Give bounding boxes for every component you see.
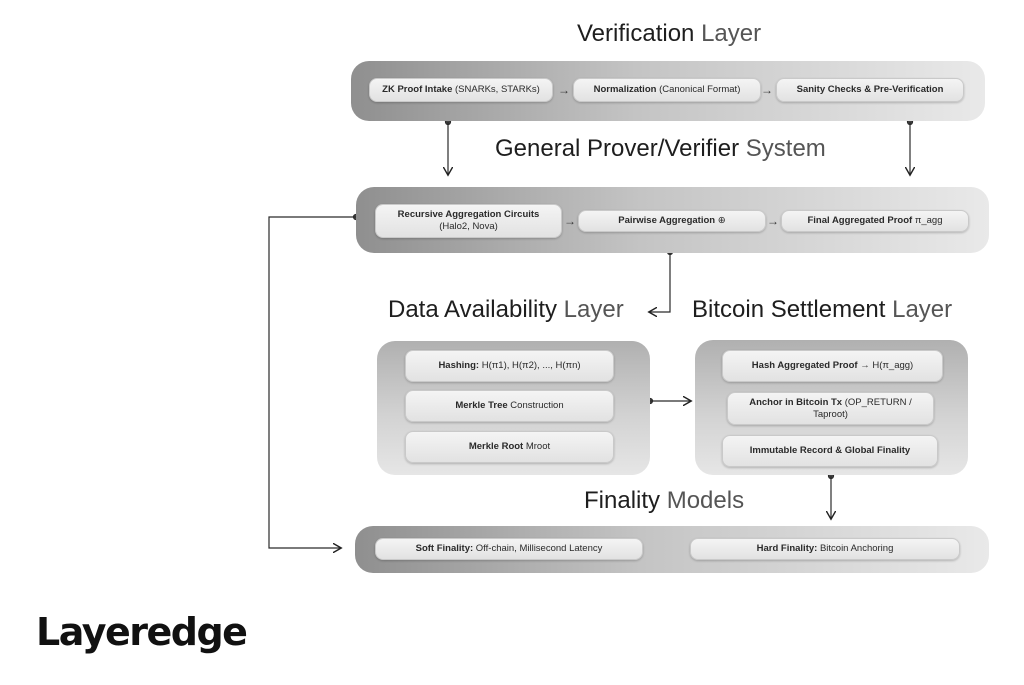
verification-layer-bar: ZK Proof Intake (SNARKs, STARKs) → Norma… xyxy=(351,61,985,121)
finality-models-title: Finality Models xyxy=(584,487,744,515)
title-main: Verification xyxy=(577,20,695,47)
recursive-aggregation-step[interactable]: Recursive Aggregation Circuits (Halo2, N… xyxy=(375,204,562,238)
title-main: Finality xyxy=(584,487,661,514)
normalization-step[interactable]: Normalization (Canonical Format) xyxy=(573,78,761,102)
step-lead: Hash Aggregated Proof xyxy=(751,360,858,371)
step-rest: (SNARKs, STARKs) xyxy=(455,84,540,95)
title-muted: Models xyxy=(666,487,745,514)
hard-finality-step[interactable]: Hard Finality: Bitcoin Anchoring xyxy=(690,538,960,560)
title-main: General Prover/Verifier xyxy=(495,135,740,162)
step-lead: Normalization xyxy=(593,84,657,95)
prover-verifier-title: General Prover/Verifier System xyxy=(495,135,826,163)
step-lead: Recursive Aggregation Circuits xyxy=(397,209,540,220)
step-rest: ⊕ xyxy=(717,215,726,226)
arrow-icon: → xyxy=(558,83,570,97)
step-rest: Off-chain, Millisecond Latency xyxy=(475,543,603,554)
step-rest: (Canonical Format) xyxy=(659,84,741,95)
bitcoin-settlement-title: Bitcoin Settlement Layer xyxy=(692,296,952,324)
final-aggregated-proof-step[interactable]: Final Aggregated Proof π_agg xyxy=(781,210,969,232)
prover-to-finality-loop-line xyxy=(268,216,356,548)
hashing-step[interactable]: Hashing: H(π1), H(π2), ..., H(πn) xyxy=(405,350,614,382)
arrow-icon: → xyxy=(564,214,576,228)
title-main: Bitcoin Settlement xyxy=(692,296,886,323)
step-rest: → H(π_agg) xyxy=(860,360,914,371)
step-lead: Soft Finality: xyxy=(415,543,474,554)
finality-models-bar: Soft Finality: Off-chain, Millisecond La… xyxy=(355,526,989,573)
arrow-icon: → xyxy=(761,83,773,97)
anchor-bitcoin-tx-step[interactable]: Anchor in Bitcoin Tx (OP_RETURN / Taproo… xyxy=(727,392,934,425)
zk-proof-intake-step[interactable]: ZK Proof Intake (SNARKs, STARKs) xyxy=(369,78,553,102)
step-rest: Construction xyxy=(510,400,564,411)
data-availability-panel: Hashing: H(π1), H(π2), ..., H(πn) Merkle… xyxy=(377,341,650,475)
step-rest: Mroot xyxy=(525,441,551,452)
step-lead: Hashing: xyxy=(438,360,480,371)
title-muted: Layer xyxy=(701,20,762,47)
step-rest: H(π1), H(π2), ..., H(πn) xyxy=(481,360,581,371)
prover-to-da-line xyxy=(650,252,671,312)
step-rest: π_agg xyxy=(914,215,943,226)
data-availability-title: Data Availability Layer xyxy=(388,296,624,324)
step-lead: ZK Proof Intake xyxy=(382,84,453,95)
merkle-tree-step[interactable]: Merkle Tree Construction xyxy=(405,390,614,422)
step-lead: Sanity Checks & Pre-Verification xyxy=(796,84,944,95)
immutable-record-step[interactable]: Immutable Record & Global Finality xyxy=(722,435,938,467)
step-lead: Immutable Record & Global Finality xyxy=(749,445,911,456)
step-lead: Final Aggregated Proof xyxy=(807,215,913,226)
pairwise-aggregation-step[interactable]: Pairwise Aggregation ⊕ xyxy=(578,210,766,232)
prover-verifier-bar: Recursive Aggregation Circuits (Halo2, N… xyxy=(356,187,989,253)
step-lead: Merkle Root xyxy=(468,441,524,452)
layeredge-logo: Layeredge xyxy=(36,610,248,654)
sanity-checks-step[interactable]: Sanity Checks & Pre-Verification xyxy=(776,78,964,102)
step-rest: (Halo2, Nova) xyxy=(439,221,498,232)
merkle-root-step[interactable]: Merkle Root Mroot xyxy=(405,431,614,463)
title-muted: Layer xyxy=(563,296,624,323)
title-main: Data Availability xyxy=(388,296,557,323)
step-rest: (OP_RETURN / Taproot) xyxy=(813,396,912,420)
title-muted: System xyxy=(745,135,826,162)
step-rest: Bitcoin Anchoring xyxy=(819,543,894,554)
title-muted: Layer xyxy=(892,296,953,323)
soft-finality-step[interactable]: Soft Finality: Off-chain, Millisecond La… xyxy=(375,538,643,560)
step-lead: Hard Finality: xyxy=(756,543,818,554)
hash-aggregated-proof-step[interactable]: Hash Aggregated Proof → H(π_agg) xyxy=(722,350,943,382)
bitcoin-settlement-panel: Hash Aggregated Proof → H(π_agg) Anchor … xyxy=(695,340,968,475)
step-lead: Pairwise Aggregation xyxy=(618,215,716,226)
arrow-icon: → xyxy=(767,214,779,228)
step-lead: Merkle Tree xyxy=(455,400,508,411)
verification-layer-title: Verification Layer xyxy=(577,20,761,48)
step-lead: Anchor in Bitcoin Tx xyxy=(749,396,843,408)
